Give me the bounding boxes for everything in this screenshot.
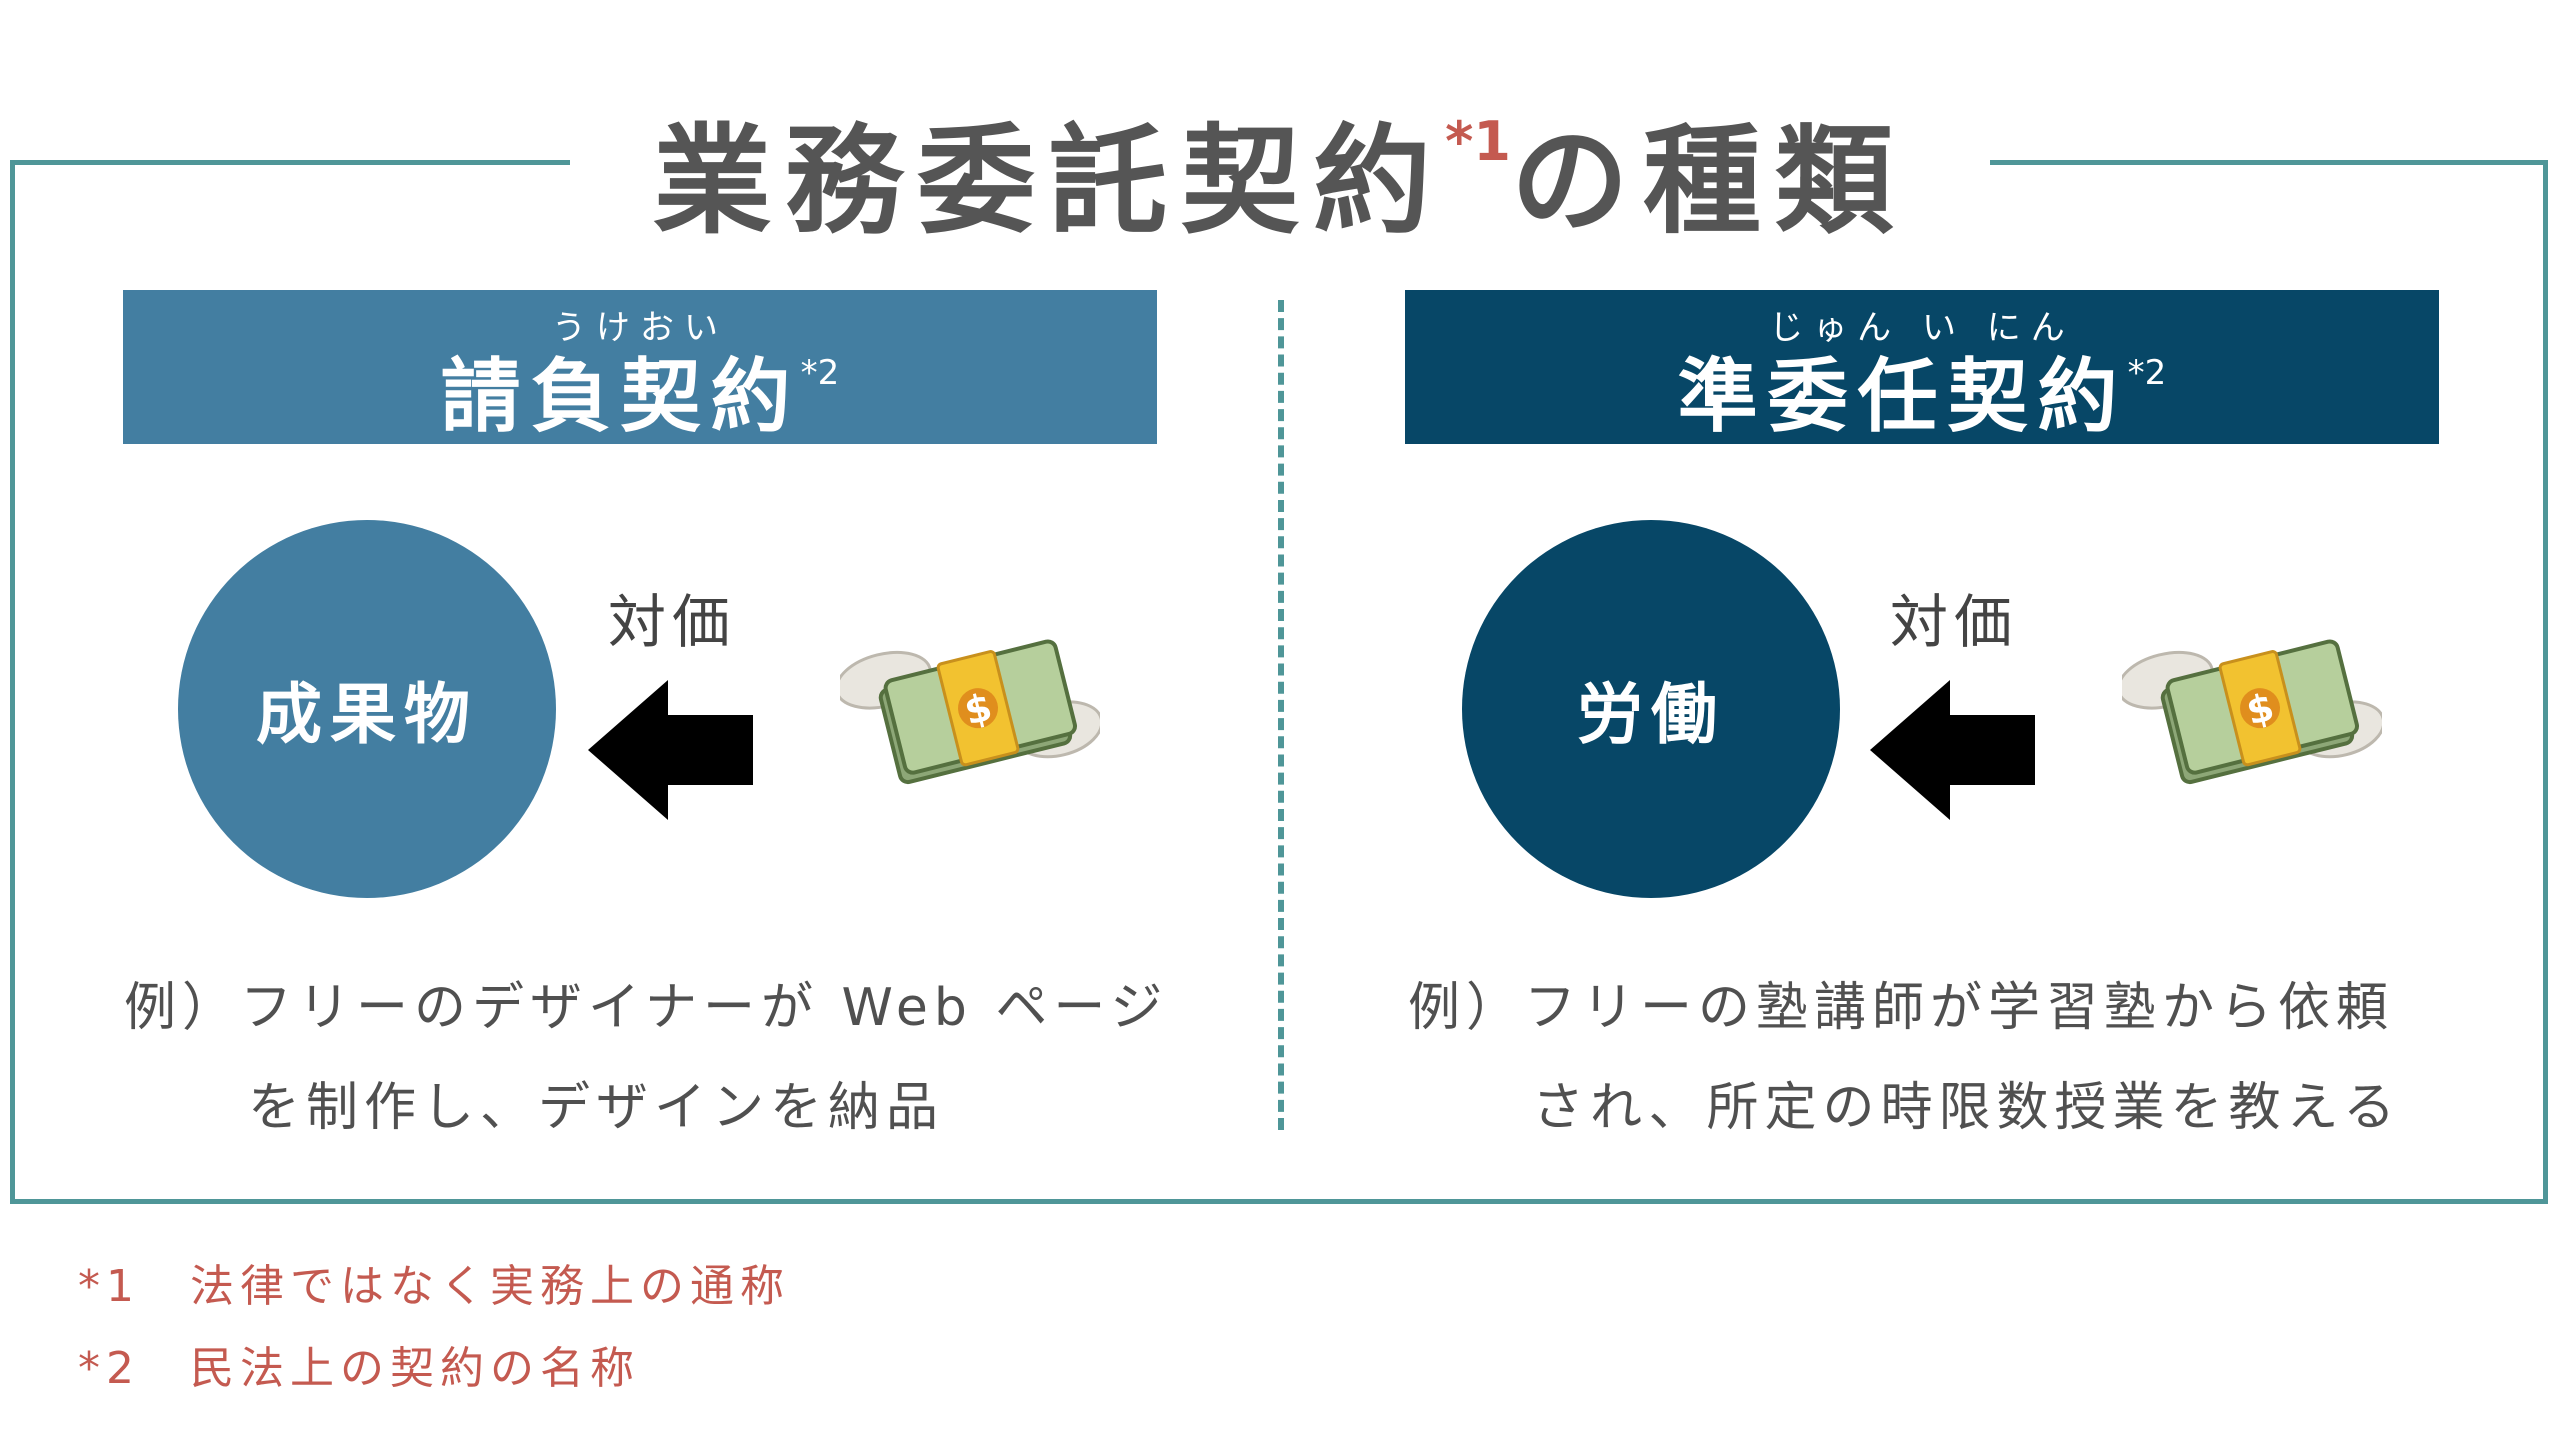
example-line-1: 例）フリーのデザイナーが Web ページ bbox=[124, 978, 1169, 1038]
contract-name: 請負契約*2 bbox=[123, 332, 1157, 448]
footnote-1: *1 法律ではなく実務上の通称 bbox=[78, 1250, 790, 1314]
labor-circle: 労働 bbox=[1462, 520, 1840, 898]
title-footnote-mark: *1 bbox=[1445, 110, 1511, 173]
contract-name: 準委任契約*2 bbox=[1405, 332, 2439, 448]
example-line-2: を制作し、デザインを納品 bbox=[248, 1078, 945, 1138]
money-with-wings-icon: $ bbox=[2122, 639, 2382, 785]
footnote-mark: *2 bbox=[78, 1343, 140, 1394]
footnote-text: 法律ではなく実務上の通称 bbox=[190, 1261, 790, 1312]
title-suffix: の種類 bbox=[1510, 112, 1907, 250]
deliverable-circle: 成果物 bbox=[178, 520, 556, 898]
contract-header-juninin: じゅん い にん 準委任契約*2 bbox=[1405, 290, 2439, 444]
footnote-2: *2 民法上の契約の名称 bbox=[78, 1332, 640, 1396]
ruby-reading: うけおい bbox=[552, 308, 728, 348]
money-with-wings-icon: $ bbox=[840, 639, 1100, 785]
contract-name-text: 準委任契約 bbox=[1677, 350, 2128, 443]
center-divider bbox=[1278, 300, 1284, 1130]
title-gap bbox=[570, 140, 1990, 190]
footnote-text: 民法上の契約の名称 bbox=[190, 1343, 640, 1394]
example-line-2: され、所定の時限数授業を教える bbox=[1532, 1078, 2401, 1138]
left-arrow-icon bbox=[588, 680, 753, 820]
left-arrow-icon bbox=[1870, 680, 2035, 820]
contract-name-text: 請負契約 bbox=[440, 350, 801, 443]
price-label: 対価 bbox=[608, 588, 737, 656]
footnote-mark: *2 bbox=[800, 353, 840, 393]
page-title: 業務委託契約*1の種類 bbox=[0, 85, 2560, 256]
footnote-mark: *1 bbox=[78, 1261, 140, 1312]
circle-label: 労働 bbox=[1577, 676, 1725, 753]
price-label: 対価 bbox=[1890, 588, 2019, 656]
circle-label: 成果物 bbox=[256, 676, 478, 753]
ruby-reading: じゅん い にん bbox=[1769, 308, 2075, 348]
contract-header-ukeoi: うけおい 請負契約*2 bbox=[123, 290, 1157, 444]
example-line-1: 例）フリーの塾講師が学習塾から依頼 bbox=[1408, 978, 2395, 1038]
title-main: 業務委託契約 bbox=[653, 112, 1446, 250]
footnote-mark: *2 bbox=[2127, 353, 2167, 393]
